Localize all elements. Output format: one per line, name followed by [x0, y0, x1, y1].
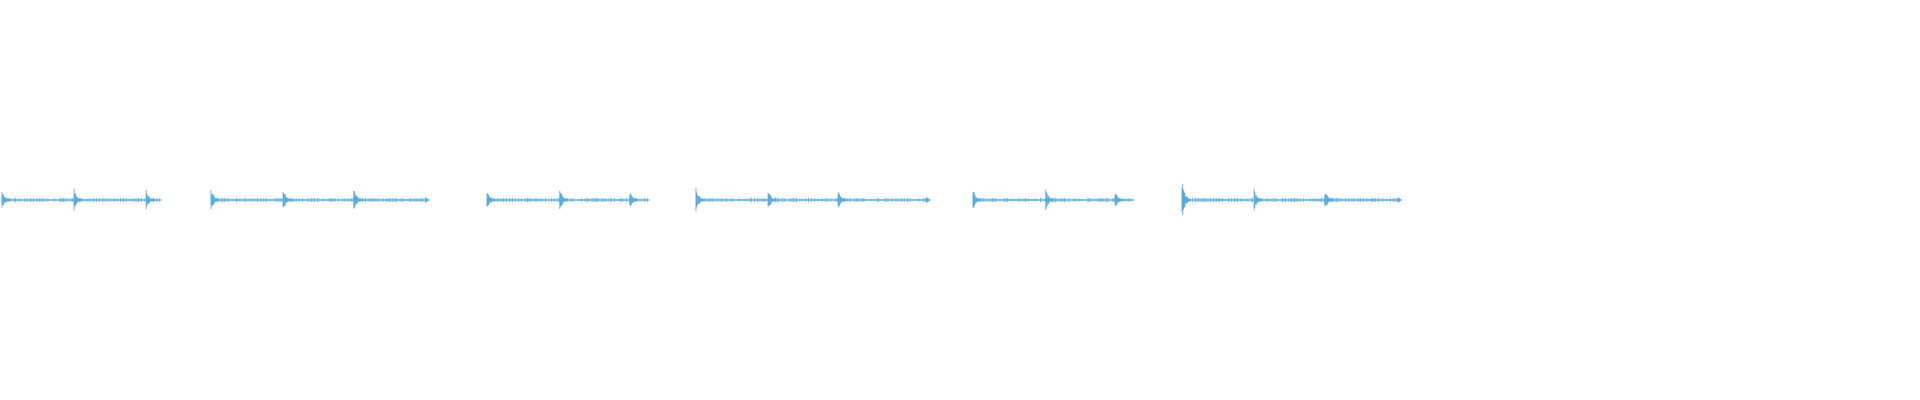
waveform-segment-1[interactable]: [1, 188, 162, 211]
waveform-burst: [1181, 183, 1191, 216]
waveform-burst: [972, 191, 982, 208]
waveform-segment-4[interactable]: [695, 188, 931, 212]
waveform-burst: [145, 190, 155, 210]
waveform-burst: [629, 193, 638, 207]
waveform-burst: [1253, 188, 1263, 211]
waveform-burst: [1114, 193, 1124, 207]
waveform-noise: [695, 197, 928, 203]
waveform-burst: [486, 193, 496, 207]
waveform-burst: [210, 190, 220, 210]
waveform-burst: [1045, 189, 1054, 210]
waveform-segment-6[interactable]: [1181, 183, 1403, 216]
waveform-segment-5[interactable]: [972, 189, 1134, 210]
waveform-burst: [353, 191, 362, 209]
waveform-segment-3[interactable]: [486, 190, 650, 209]
segment-end-marker-icon: [1397, 197, 1403, 203]
waveform-burst: [73, 188, 83, 211]
waveform-burst: [1324, 193, 1333, 206]
waveform-noise: [486, 197, 650, 203]
waveform-burst: [559, 190, 568, 209]
segment-end-marker-icon: [424, 197, 430, 203]
waveform-burst: [695, 188, 705, 212]
segment-end-marker-icon: [926, 197, 931, 203]
waveform-burst: [767, 193, 777, 207]
waveform-segment-2[interactable]: [210, 190, 430, 210]
waveform-burst: [1, 192, 11, 208]
waveform-burst: [282, 192, 292, 208]
waveform-burst: [837, 192, 847, 208]
